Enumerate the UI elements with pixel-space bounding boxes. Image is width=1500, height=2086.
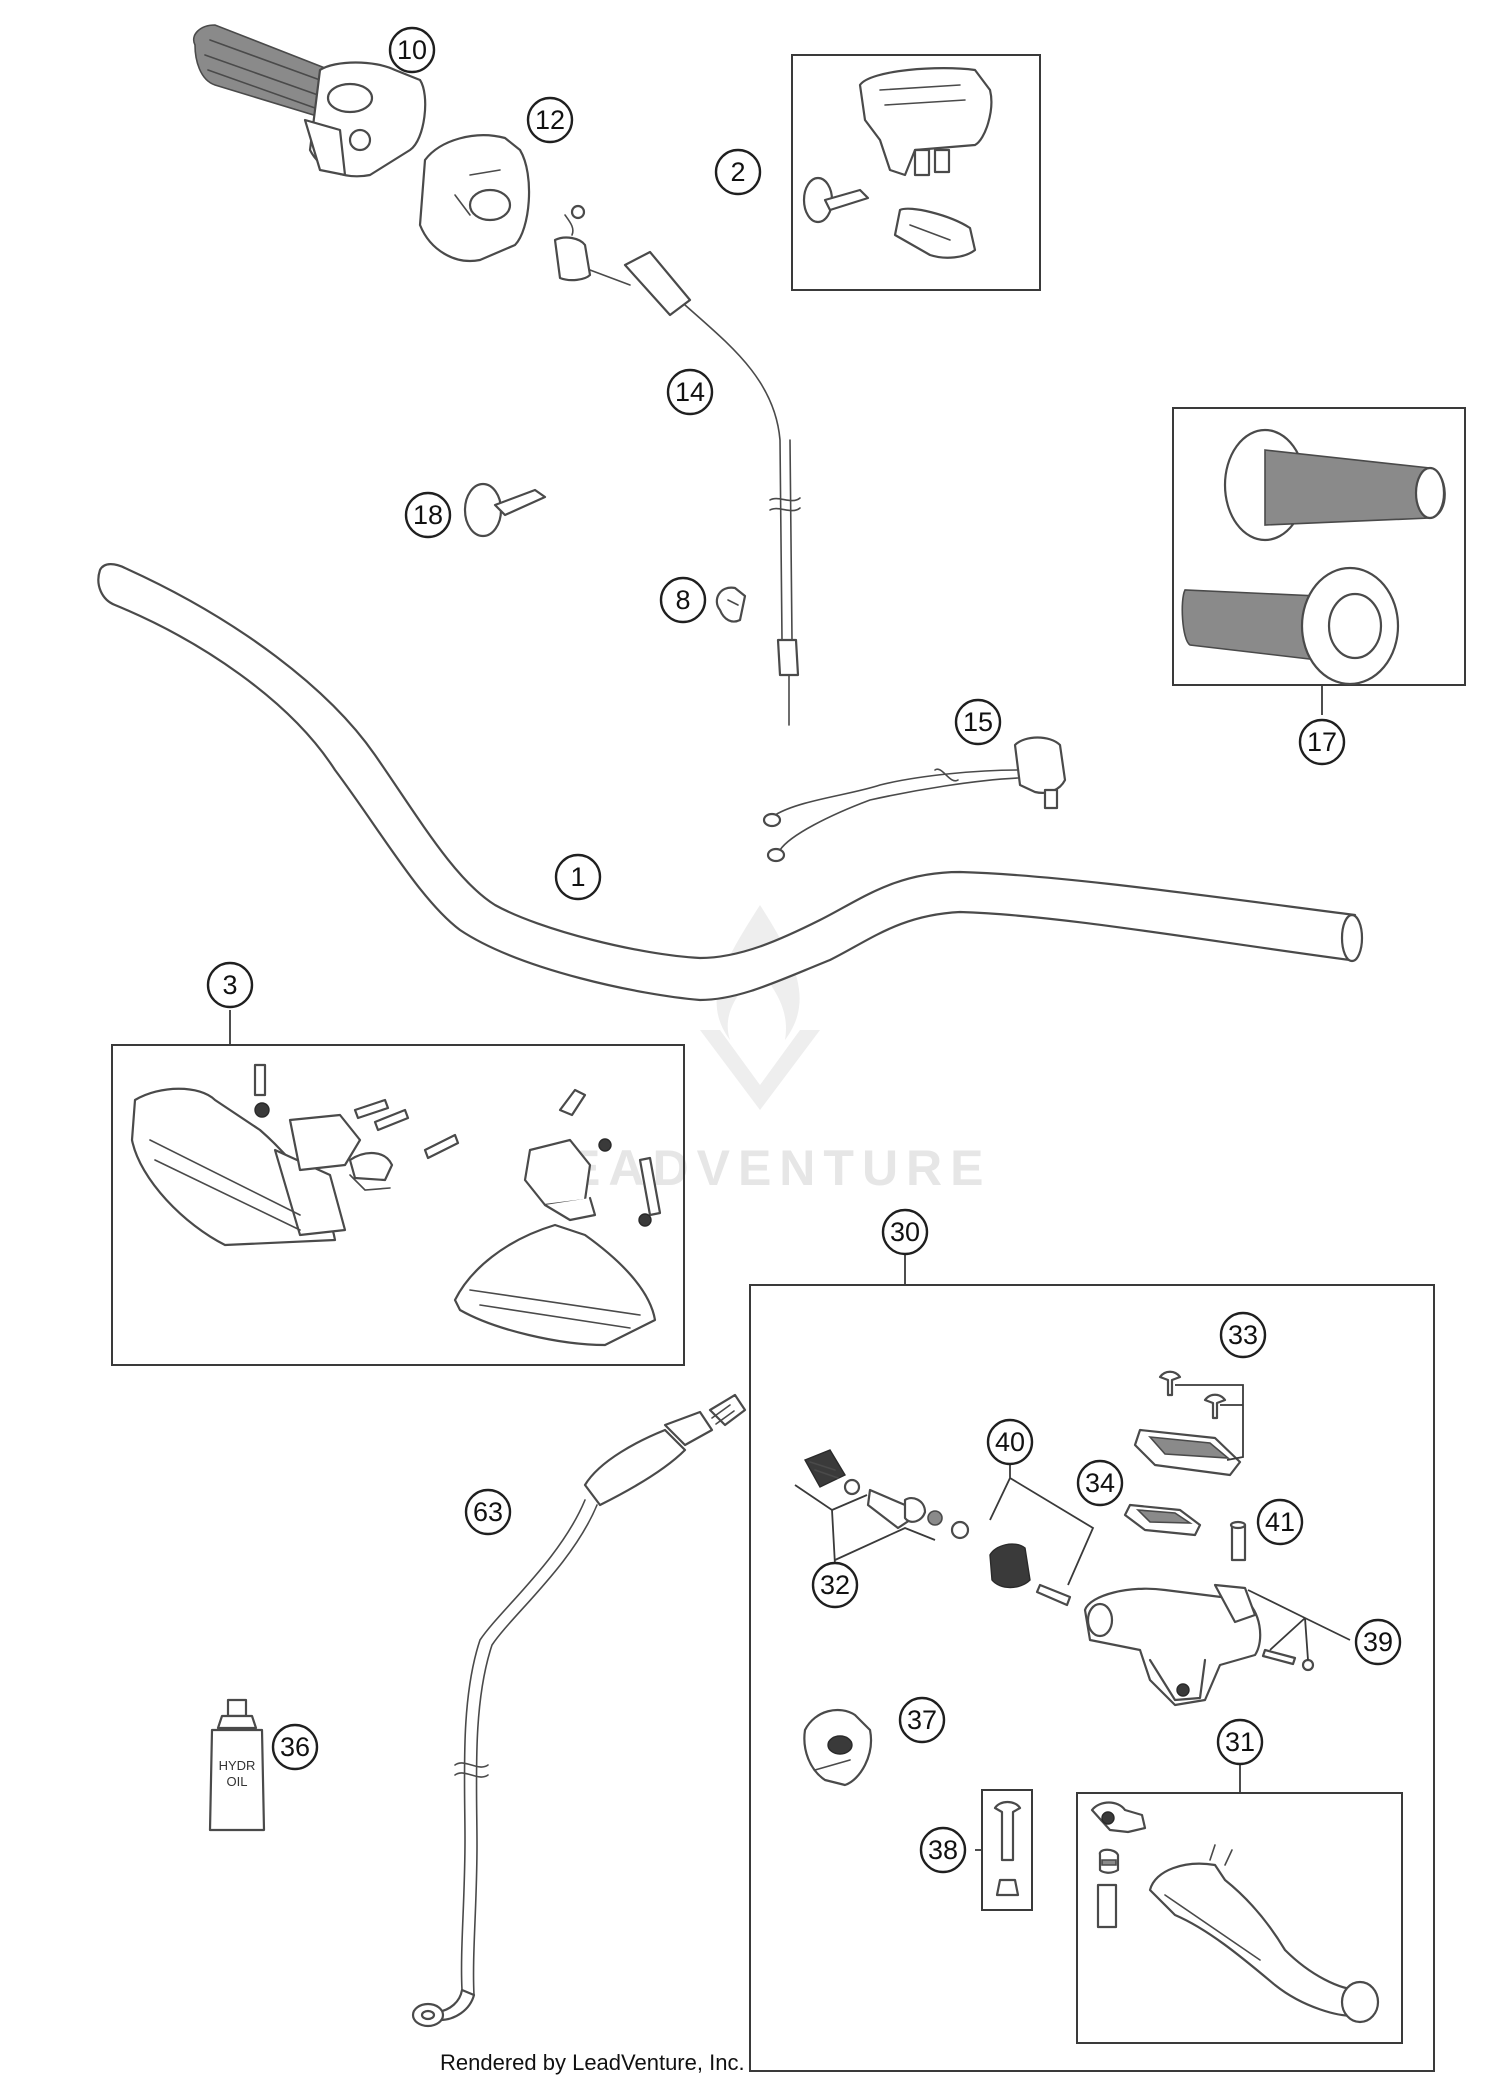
callout-18: 18 <box>404 491 452 539</box>
svg-text:34: 34 <box>1085 1468 1115 1498</box>
callout-37: 37 <box>898 1696 946 1744</box>
callout-8: 8 <box>659 576 707 624</box>
svg-text:32: 32 <box>820 1570 850 1600</box>
svg-text:8: 8 <box>675 585 690 615</box>
callout-14: 14 <box>666 368 714 416</box>
callout-38: 38 <box>919 1826 967 1874</box>
svg-text:2: 2 <box>730 157 745 187</box>
part-handguard-kit <box>111 1010 685 1366</box>
part-boot-pin <box>989 1465 1095 1607</box>
bottle-label-line1: HYDR <box>219 1758 256 1773</box>
part-brake-hose <box>411 1393 747 2028</box>
part-cable-tie <box>463 482 547 538</box>
part-diaphragm <box>1123 1503 1202 1537</box>
watermark-text: LEADVENTURE <box>528 1140 991 1196</box>
svg-text:33: 33 <box>1228 1320 1258 1350</box>
part-throttle-cable <box>553 204 801 726</box>
svg-text:37: 37 <box>907 1705 937 1735</box>
svg-text:18: 18 <box>413 500 443 530</box>
part-master-cylinder-body <box>1083 1583 1262 1707</box>
part-clip <box>715 586 747 623</box>
svg-text:38: 38 <box>928 1835 958 1865</box>
render-credit: Rendered by LeadVenture, Inc. <box>440 2050 745 2075</box>
svg-text:31: 31 <box>1225 1727 1255 1757</box>
part-switch-box <box>791 54 1041 291</box>
part-bushing <box>1229 1520 1247 1562</box>
callout-32: 32 <box>811 1561 859 1609</box>
svg-text:12: 12 <box>535 105 565 135</box>
svg-text:30: 30 <box>890 1217 920 1247</box>
callout-34: 34 <box>1076 1459 1124 1507</box>
part-pivot-pin <box>1247 1589 1351 1672</box>
callout-63: 63 <box>464 1488 512 1536</box>
svg-text:15: 15 <box>963 707 993 737</box>
callout-33: 33 <box>1219 1311 1267 1359</box>
part-lever-guard <box>803 1708 873 1787</box>
svg-text:3: 3 <box>222 970 237 1000</box>
callout-36: 36 <box>271 1723 319 1771</box>
svg-text:39: 39 <box>1363 1627 1393 1657</box>
callout-2: 2 <box>714 148 762 196</box>
part-reservoir-cover <box>1133 1370 1244 1477</box>
callout-15: 15 <box>954 698 1002 746</box>
svg-text:1: 1 <box>570 862 585 892</box>
callout-31: 31 <box>1216 1718 1264 1766</box>
part-throttle-grip <box>193 24 427 178</box>
callout-39: 39 <box>1354 1618 1402 1666</box>
bottle-label-line2: OIL <box>227 1774 248 1789</box>
part-throttle-cover <box>418 134 531 263</box>
part-grips-set <box>1172 407 1466 715</box>
svg-text:17: 17 <box>1307 727 1337 757</box>
callout-41: 41 <box>1256 1498 1304 1546</box>
callout-10: 10 <box>388 26 436 74</box>
callout-30: 30 <box>881 1208 929 1256</box>
svg-text:41: 41 <box>1265 1507 1295 1537</box>
svg-text:63: 63 <box>473 1497 503 1527</box>
svg-text:14: 14 <box>675 377 705 407</box>
callout-1: 1 <box>554 853 602 901</box>
callout-17: 17 <box>1298 718 1346 766</box>
part-hydraulic-oil: HYDR OIL <box>208 1698 266 1832</box>
callout-40: 40 <box>986 1418 1034 1466</box>
part-kill-switch <box>762 736 1067 863</box>
part-pivot-bolt <box>975 1789 1033 1911</box>
callout-12: 12 <box>526 96 574 144</box>
part-handlebar <box>97 563 1364 1002</box>
svg-text:36: 36 <box>280 1732 310 1762</box>
part-master-cylinder-group <box>749 1255 1435 2072</box>
svg-text:10: 10 <box>397 35 427 65</box>
watermark-chevron-icon <box>700 1030 820 1110</box>
part-brake-lever <box>1076 1765 1403 2044</box>
svg-text:40: 40 <box>995 1427 1025 1457</box>
callout-3: 3 <box>206 961 254 1009</box>
part-piston-kit <box>794 1449 970 1566</box>
